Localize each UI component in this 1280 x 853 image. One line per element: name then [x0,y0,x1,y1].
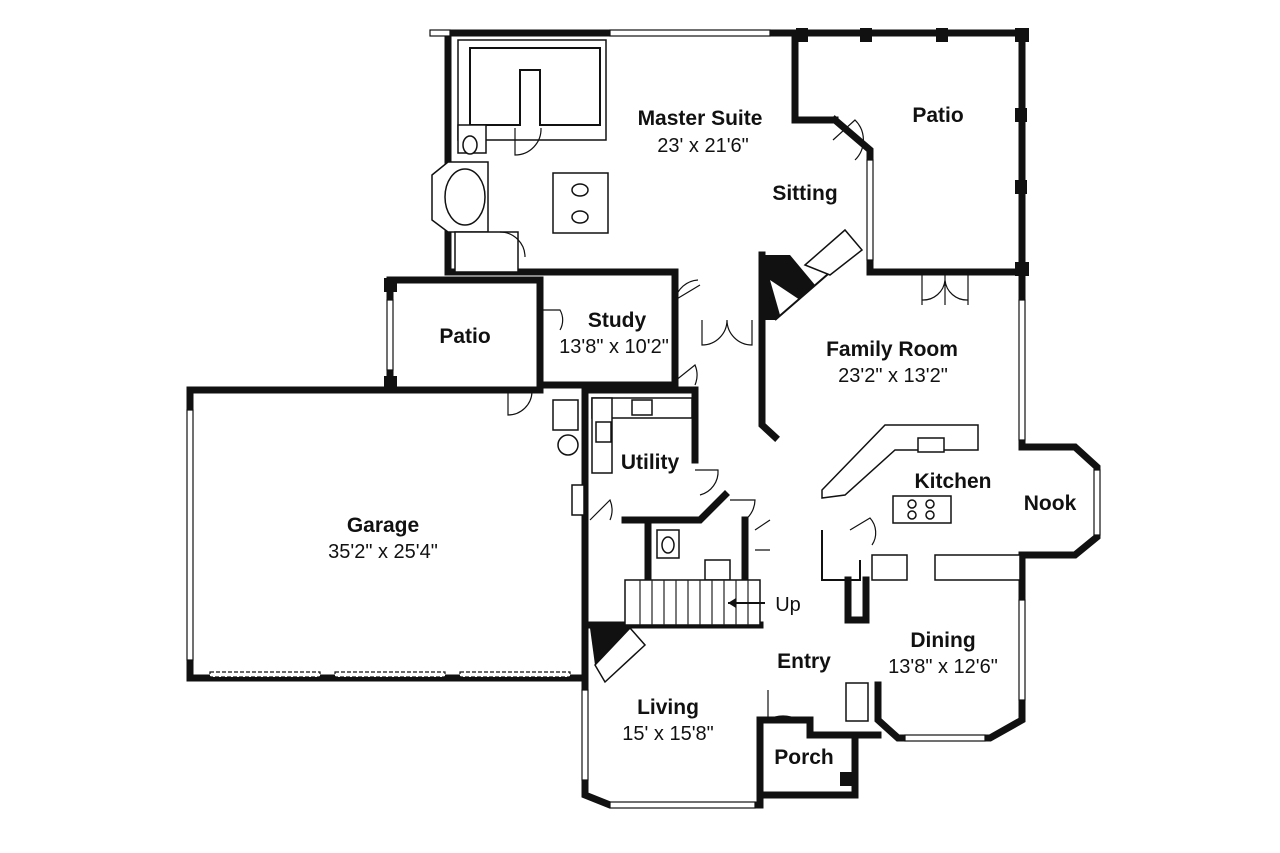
label-utility: Utility [621,451,680,474]
dims-study: 13'8" x 10'2" [559,336,669,358]
label-living: Living [637,696,699,719]
label-entry: Entry [777,650,831,673]
dims-master-suite: 23' x 21'6" [657,135,748,157]
dims-family-room: 23'2" x 13'2" [838,365,948,387]
dims-dining: 13'8" x 12'6" [888,656,998,678]
label-garage: Garage [347,514,419,537]
exterior-walls [186,29,1101,809]
fireplaces [590,228,864,684]
patio-posts [384,28,1029,786]
master-bath-fixtures [431,39,609,273]
dims-garage: 35'2" x 25'4" [328,541,438,563]
label-patio-top: Patio [912,104,963,127]
room-labels: Master Suite 23' x 21'6" Patio Sitting S… [328,104,1076,769]
label-master-suite: Master Suite [638,107,763,130]
utility-fixtures [552,397,731,581]
label-porch: Porch [774,746,834,769]
label-nook: Nook [1024,492,1077,515]
dims-living: 15' x 15'8" [622,723,713,745]
stairs [624,579,765,626]
label-family-room: Family Room [826,338,958,361]
label-patio-left: Patio [439,325,490,348]
label-study: Study [588,309,647,332]
doors [507,119,969,722]
windows [186,29,1101,809]
label-kitchen: Kitchen [914,470,991,493]
label-dining: Dining [910,629,975,652]
label-stairs-up: Up [775,594,801,616]
label-sitting: Sitting [772,182,837,205]
kitchen-fixtures [821,424,1021,581]
